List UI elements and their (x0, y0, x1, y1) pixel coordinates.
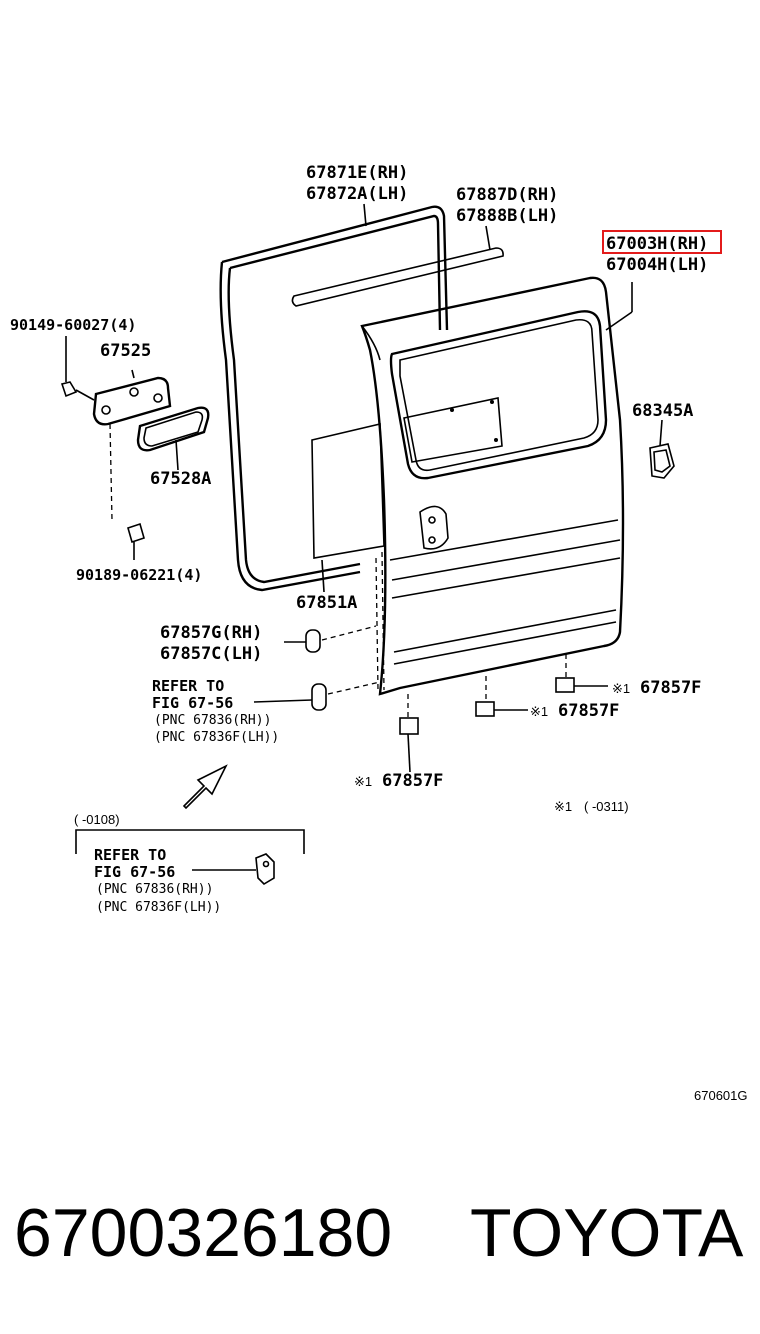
note-mark-mid: ※1 (530, 704, 548, 719)
brand-name: TOYOTA (470, 1195, 744, 1271)
label-refer1-pnc-rh: (PNC 67836(RH)) (154, 713, 271, 728)
figure-code: 670601G (694, 1088, 748, 1103)
label-refer1-line2: FIG 67-56 (152, 694, 233, 712)
label-guard-right: 67857F (640, 678, 701, 698)
label-refer2-line1: REFER TO (94, 846, 166, 864)
note-mark-bottom: ※1 (354, 774, 372, 789)
label-refer2-pnc-rh: (PNC 67836(RH)) (96, 882, 213, 897)
handle-assembly (60, 336, 210, 560)
label-belt-rh: 67887D(RH) (456, 185, 558, 205)
label-guard-mid: 67857F (558, 701, 619, 721)
label-bolt: 90149-60027(4) (10, 316, 136, 334)
door-panel (360, 276, 625, 696)
label-belt-lh: 67888B(LH) (456, 206, 558, 226)
label-stop-rh: 67857G(RH) (160, 623, 262, 643)
label-board: 67851A (296, 593, 357, 613)
label-refer1-pnc-lh: (PNC 67836F(LH)) (154, 730, 279, 745)
label-guard-bottom: 67857F (382, 771, 443, 791)
label-handle-pad: 67528A (150, 469, 211, 489)
label-panel-lh: 67004H(LH) (606, 255, 708, 275)
leader-weatherstrip (363, 203, 367, 227)
label-clip: 90189-06221(4) (76, 566, 202, 584)
label-refer2-line2: FIG 67-56 (94, 863, 175, 881)
label-cap: 68345A (632, 401, 693, 421)
label-refer2-pnc-lh: (PNC 67836F(LH)) (96, 900, 221, 915)
door-weatherstrip (219, 205, 449, 592)
footnote-mark: ※1 (554, 799, 572, 814)
leader-panel-2 (605, 311, 633, 331)
label-handle-base: 67525 (100, 341, 151, 361)
range-text: ( -0108) (74, 812, 120, 827)
refer-bracket (75, 829, 305, 886)
note-mark-right: ※1 (612, 681, 630, 696)
part-number: 6700326180 (14, 1195, 392, 1271)
label-refer1-line1: REFER TO (152, 677, 224, 695)
label-weatherstrip-rh: 67871E(RH) (306, 163, 408, 183)
footnote-text: ( -0311) (584, 799, 629, 814)
label-stop-lh: 67857C(LH) (160, 644, 262, 664)
door-board (311, 422, 385, 593)
direction-arrow-icon (182, 764, 228, 810)
highlight-box (602, 230, 722, 254)
belt-moulding (291, 225, 504, 307)
label-weatherstrip-lh: 67872A(LH) (306, 184, 408, 204)
label-panel-rh: 67003H(RH) (606, 234, 708, 254)
cap-part (649, 419, 675, 479)
door-stops (253, 551, 608, 773)
